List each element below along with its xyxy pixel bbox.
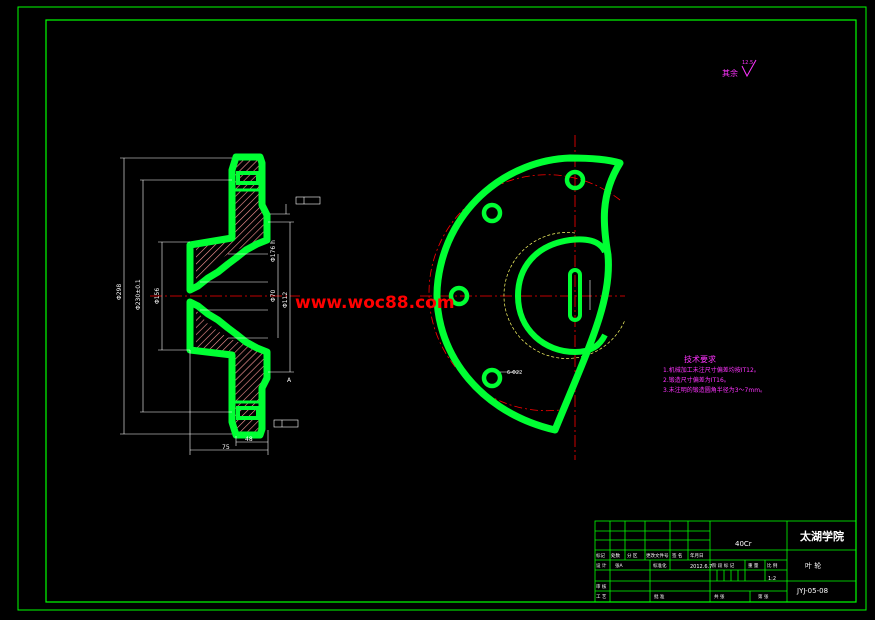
title-block-grid xyxy=(594,520,857,603)
tb-date: 2012.6.7 xyxy=(690,564,712,570)
tb-approve-label: 批 准 xyxy=(654,593,665,600)
dim-len2: 48 xyxy=(245,436,253,443)
bolt-hole-3 xyxy=(448,285,470,307)
impeller-outline xyxy=(433,154,624,434)
bolt-hole-4 xyxy=(481,367,503,389)
tech-line-1: 1.机械加工未注尺寸偏差均按IT12。 xyxy=(663,366,760,374)
tb-row-label-6: 年月日 xyxy=(690,552,704,559)
tb-weight-label: 重 量 xyxy=(748,562,759,569)
tb-row-label-5: 签 名 xyxy=(672,552,682,559)
tb-design-name: 张A xyxy=(615,562,623,569)
tb-process-label: 工 艺 xyxy=(596,594,607,600)
roughness-label: 其余 xyxy=(722,68,738,78)
dim-d4: Φ70 xyxy=(270,289,277,302)
tb-school: 太湖学院 xyxy=(799,529,844,543)
tb-stage-label: 阶 段 标 记 xyxy=(712,562,735,569)
tb-row-label-4: 更改文件号 xyxy=(646,552,669,559)
outer-frame xyxy=(17,6,867,611)
tb-sheet-total: 共 张 xyxy=(714,593,725,600)
tb-row-label-1: 标记 xyxy=(596,552,605,559)
tb-sheet-no: 第 张 xyxy=(758,593,769,600)
dim-hole: 6-Φ22 xyxy=(507,370,522,376)
inner-frame xyxy=(45,19,857,603)
tech-line-3: 3.未注明的锻造圆角半径为3～7mm。 xyxy=(663,386,766,394)
tb-check-label: 审 核 xyxy=(596,583,607,590)
tb-scale-label: 比 例 xyxy=(767,562,778,569)
dim-d2: Φ230±0.1 xyxy=(135,279,142,310)
hub-outline xyxy=(514,236,608,356)
tb-row-label-3: 分 区 xyxy=(627,552,638,559)
tb-std-label: 标准化 xyxy=(653,562,667,569)
roughness-symbol xyxy=(741,59,757,78)
section-outline-lower xyxy=(186,298,271,439)
datum-marker: A xyxy=(287,377,292,384)
tech-title: 技术要求 xyxy=(684,354,716,364)
section-outline-upper xyxy=(186,153,271,294)
dim-d6: Φ176 h xyxy=(270,240,277,262)
section-view xyxy=(120,153,321,455)
tb-part-name: 叶 轮 xyxy=(805,561,821,570)
watermark-text: www.woc88.com xyxy=(295,293,455,313)
tb-row-label-2: 处数 xyxy=(611,552,620,559)
roughness-value: 12.5 xyxy=(742,60,753,66)
tb-drawing-no: JYJ-05-08 xyxy=(796,587,828,595)
keyway-slot xyxy=(568,268,582,322)
dim-d1: Φ298 xyxy=(116,284,123,300)
front-view xyxy=(420,135,626,460)
dim-len1: 75 xyxy=(222,444,230,451)
dim-d3: Φ156 xyxy=(154,288,161,304)
tb-scale: 1:2 xyxy=(768,576,776,582)
tb-material: 40Cr xyxy=(735,540,752,548)
tb-design-label: 设 计 xyxy=(596,562,607,569)
dimension-lines-left xyxy=(120,157,294,455)
tech-line-2: 2.锻造尺寸偏差为IT16。 xyxy=(663,376,730,384)
dim-d5: Φ112 xyxy=(282,292,289,308)
bolt-hole-1 xyxy=(564,169,586,191)
bolt-hole-2 xyxy=(481,202,503,224)
